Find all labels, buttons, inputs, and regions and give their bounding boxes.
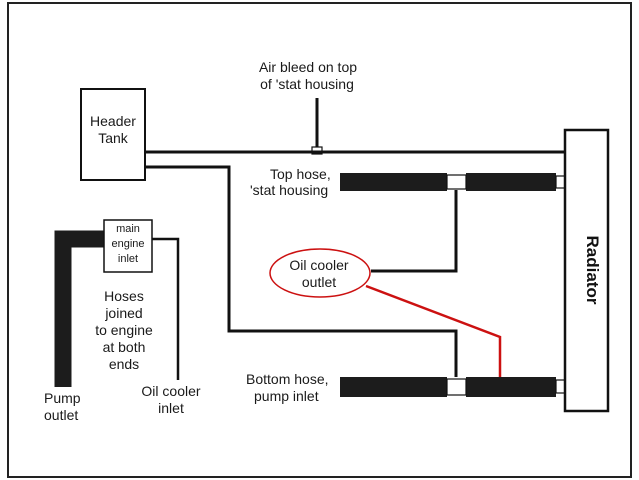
main-inlet-label-line2: engine [111,238,144,250]
air-bleed-label-line1: Air bleed on top [259,59,357,75]
oil-cooler-outlet-label-line1: Oil cooler [289,257,348,273]
top-hose-tee [446,174,467,190]
bottom-hose-label-line1: Bottom hose, [246,371,329,387]
oil-cooler-inlet-label-line1: Oil cooler [141,383,200,399]
top-hose-left [340,173,447,191]
oil-cooler-outlet-route-highlight [365,284,502,377]
pump-outlet-pipe [54,230,108,387]
page-frame [7,2,632,478]
header-tank-to-bottom-hose-pipe [146,165,458,377]
air-bleed-label-line2: of 'stat housing [260,76,354,92]
oil-cooler-outlet-pipe [371,190,458,273]
main-inlet-label-line3: inlet [118,253,138,265]
oil-cooler-inlet-label-line2: inlet [158,400,184,416]
header-tank-label-line1: Header [90,113,136,129]
hoses-joined-label-line1: Hoses [104,288,144,304]
top-hose-label-line1: Top hose, [270,166,331,182]
main-inlet-label-line1: main [116,223,140,235]
main-engine-inlet-box [103,219,153,273]
hoses-joined-label-line2: joined [104,305,142,321]
hoses-joined-label-line3: to engine [95,322,153,338]
pump-outlet-label-line2: outlet [44,407,78,423]
bottom-hose-left [340,377,447,397]
header-tank [80,88,146,181]
radiator-label: Radiator [583,236,602,305]
oil-cooler-outlet-highlight-ellipse [269,248,371,298]
oil-cooler-outlet-label-line2: outlet [302,274,336,290]
pump-outlet-label-line1: Pump [44,390,81,406]
radiator [563,128,610,413]
bottom-hose-label-line2: pump inlet [254,388,319,404]
hoses-joined-label-line4: at both [103,339,146,355]
hoses-joined-label-line5: ends [109,356,139,372]
bottom-hose-tee [446,378,467,396]
top-hose-label-line2: 'stat housing [250,182,328,198]
top-hose-right [466,173,556,191]
header-tank-label-line2: Tank [98,130,129,146]
oil-cooler-inlet-pipe [152,237,180,380]
bottom-hose-right [466,377,556,397]
